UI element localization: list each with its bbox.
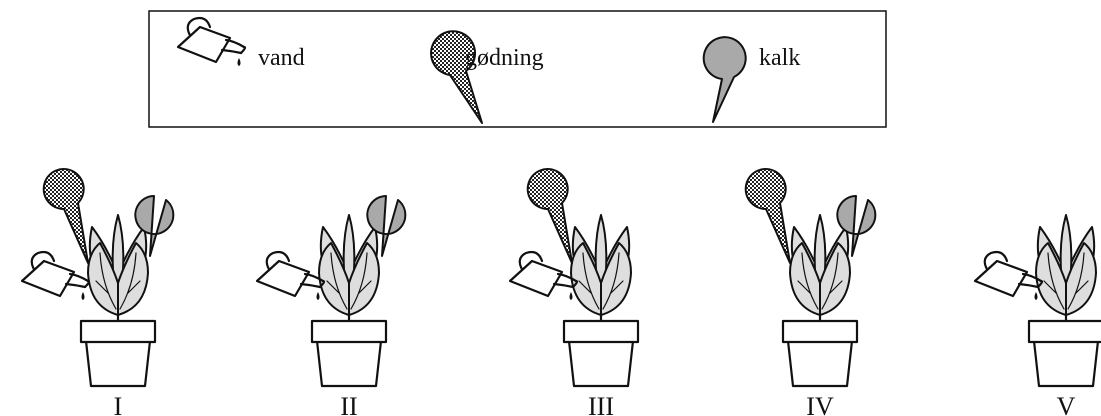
plant-label-IV: IV [806, 392, 834, 416]
plant-label-II: II [340, 392, 357, 416]
watering-can-icon [975, 252, 1042, 300]
plant-label-III: III [588, 392, 614, 416]
plant-II: II [257, 196, 405, 416]
legend-label-kalk: kalk [759, 45, 800, 71]
watering-can-icon [22, 252, 89, 300]
plant-IV: IV [746, 169, 876, 416]
legend-label-vand: vand [258, 45, 305, 71]
plant-I: I [22, 169, 173, 416]
fertilizer-stake-icon [746, 169, 790, 263]
fertilizer-stake-icon [44, 169, 88, 263]
watering-can-icon [510, 252, 577, 300]
plant-III: III [510, 169, 638, 416]
legend-box: vand gødning kalk [149, 11, 886, 127]
plant-label-V: V [1057, 392, 1076, 416]
plant-V: V [975, 215, 1101, 416]
fertilizer-stake-icon [528, 169, 572, 263]
plant-label-I: I [114, 392, 123, 416]
watering-can-icon [257, 252, 324, 300]
legend-label-godning: gødning [465, 45, 544, 71]
